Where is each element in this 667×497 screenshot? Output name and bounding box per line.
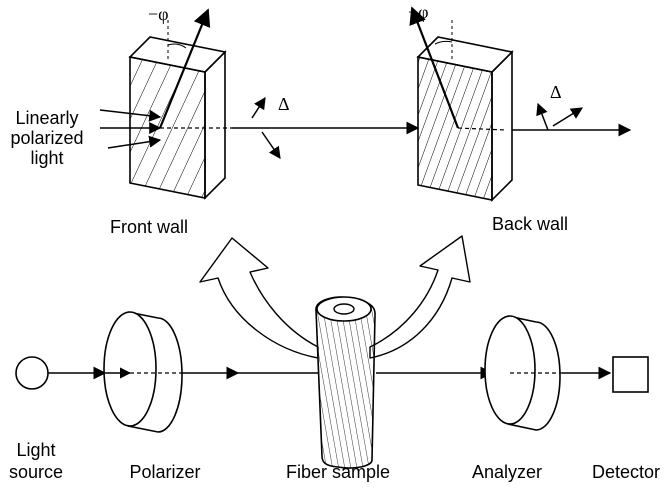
front-angle-label: −φ <box>148 4 169 24</box>
front-zoom-arrow <box>199 237 319 359</box>
analyzer: Analyzer <box>472 315 562 482</box>
front-wall-side-face <box>204 50 226 200</box>
front-retardation-vector: Δ <box>251 94 290 159</box>
light-source-label-1: Light <box>16 440 55 460</box>
polarizer-face <box>103 311 157 427</box>
front-retardation-label: Δ <box>278 94 290 114</box>
linearly-polarized-light-label-3: light <box>30 148 63 168</box>
back-angle-arc <box>434 40 453 45</box>
front-wall-group: −φ Front wall Linearly polarized light <box>10 4 232 237</box>
back-polarization-vector <box>409 6 460 129</box>
analyzer-face <box>484 315 536 425</box>
detector-box <box>612 356 649 393</box>
fiber-body <box>315 296 376 469</box>
linearly-polarized-light-label-1: Linearly <box>15 108 78 128</box>
fiber-sample: Fiber sample <box>286 296 390 482</box>
front-wall-label: Front wall <box>110 217 188 237</box>
detector-label: Detector <box>592 462 660 482</box>
back-wall-group: −φ Back wall <box>408 2 568 234</box>
fiber-lumen <box>333 303 355 315</box>
back-wall-label: Back wall <box>492 214 568 234</box>
back-retardation-label: Δ <box>550 82 562 102</box>
back-zoom-arrow <box>369 235 471 359</box>
polarizer: Polarizer <box>103 311 201 482</box>
front-angle-arc <box>167 43 187 49</box>
back-wall-side-face <box>491 50 513 202</box>
linearly-polarized-light-label-2: polarized <box>10 128 83 148</box>
fiber-sample-label: Fiber sample <box>286 462 390 482</box>
light-source-label-2: source <box>9 462 63 482</box>
analyzer-label: Analyzer <box>472 462 542 482</box>
polarizer-label: Polarizer <box>129 462 200 482</box>
front-polarization-vector <box>158 8 211 129</box>
light-source-circle <box>15 356 49 390</box>
incoming-light-arrow-1 <box>99 109 162 122</box>
back-internal-beam <box>457 127 506 131</box>
back-retardation-vector: Δ <box>536 82 584 131</box>
incoming-light-arrow-3 <box>107 135 162 149</box>
back-wall-front-face <box>417 56 493 201</box>
back-angle-label: −φ <box>408 2 429 22</box>
